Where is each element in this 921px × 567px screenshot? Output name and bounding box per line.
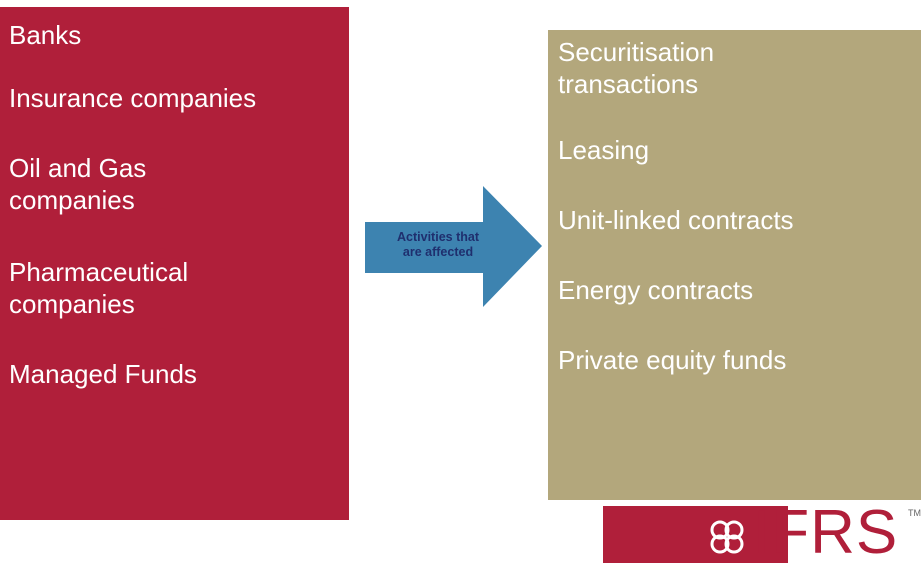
activity-item: Energy contracts [558,274,921,306]
logo-text: IFRS [753,498,899,567]
arrow-shape [365,186,542,307]
activity-item: Private equity funds [558,344,921,376]
entity-item-label: Managed Funds [9,359,197,389]
entity-item-label: companies [9,185,135,215]
activity-item-label: Energy contracts [558,275,754,305]
entity-item-label: companies [9,289,135,319]
arrow-label: Activities that are affected [368,230,508,260]
entity-item: Oil and Gas companies [9,152,349,216]
arrow-right-icon [365,186,542,307]
activity-item-label: Securitisation [558,37,715,67]
activities-box: Securitisation transactions Leasing Unit… [548,30,921,500]
ifrs-logo: IFRS TM [603,502,921,564]
entity-item-label: Insurance companies [9,83,257,113]
entity-item: Banks [9,19,349,51]
entity-item: Pharmaceutical companies [9,256,349,320]
activity-item-label: Unit-linked contracts [558,205,794,235]
entities-box: Banks Insurance companies Oil and Gas co… [0,7,349,520]
entity-item: Insurance companies [9,82,349,114]
entity-item-label: Banks [9,20,82,50]
activity-item: Leasing [558,134,921,166]
entity-item-label: Oil and Gas [9,153,147,183]
trademark-mark: TM [908,508,921,518]
arrow-label-line: Activities that [397,230,479,244]
entity-item: Managed Funds [9,358,349,390]
activity-item-label: Leasing [558,135,650,165]
ifrs-emblem-icon [710,520,744,554]
activity-item: Securitisation transactions [558,36,921,100]
entity-item-label: Pharmaceutical [9,257,189,287]
arrow-label-line: are affected [402,245,474,259]
logo-bar [603,506,788,563]
activity-item-label: transactions [558,69,699,99]
activity-item-label: Private equity funds [558,345,787,375]
activity-item: Unit-linked contracts [558,204,921,236]
